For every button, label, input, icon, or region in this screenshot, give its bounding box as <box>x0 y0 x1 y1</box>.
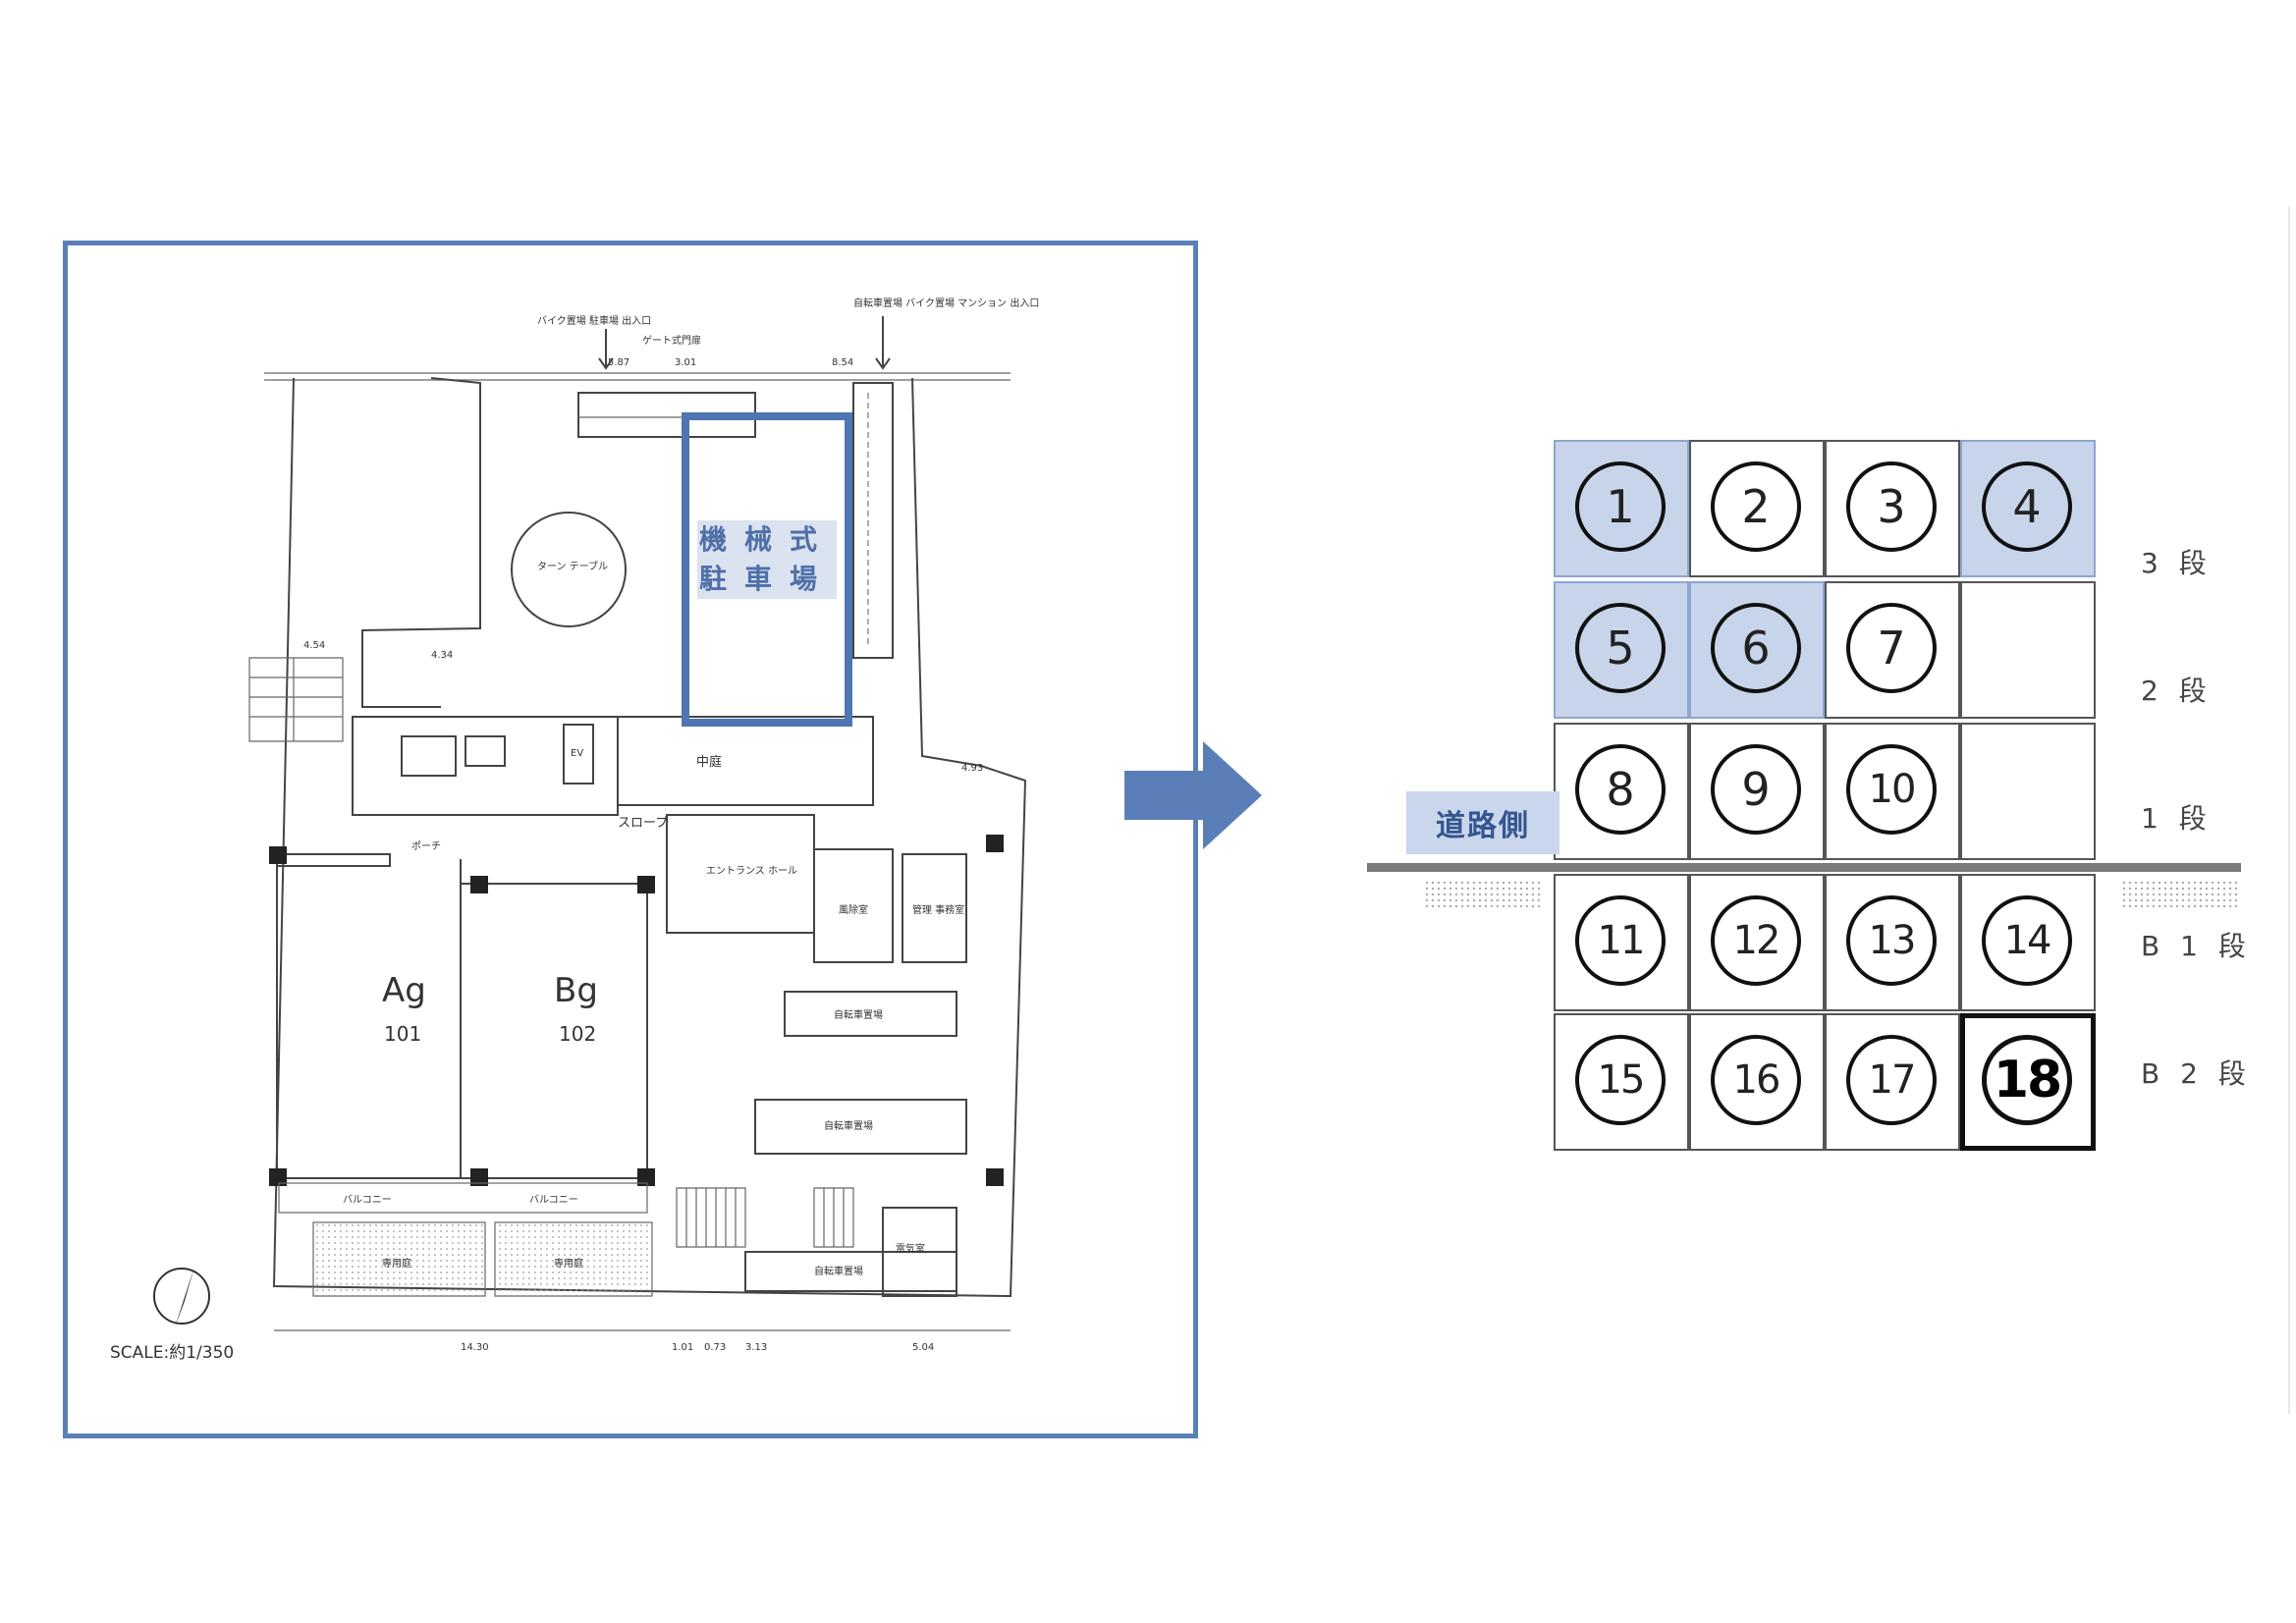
parking-cell-10: 10 <box>1825 723 1960 860</box>
space-number: 3 <box>1846 461 1937 552</box>
parking-cell-13: 13 <box>1825 874 1960 1011</box>
unit-b-number: 102 <box>559 1022 596 1046</box>
edge-rule <box>2288 206 2290 1414</box>
dimension-7: 1.01 <box>672 1342 693 1353</box>
unit-a-number: 101 <box>384 1022 421 1046</box>
porch-label: ポーチ <box>411 840 441 852</box>
unit-a-name: Ag <box>382 971 426 1010</box>
parking-cell-18: 18 <box>1960 1013 2096 1151</box>
slope-label: スロープ <box>618 816 668 831</box>
parking-cell-15: 15 <box>1554 1013 1689 1151</box>
space-number: 7 <box>1846 603 1937 693</box>
bike-parking-entrance-label: バイク置場 駐車場 出入口 <box>537 314 651 327</box>
balcony-label-b: バルコニー <box>529 1194 578 1206</box>
parking-cell-empty-2 <box>1960 723 2096 860</box>
reception-label: 風除室 <box>839 903 868 916</box>
courtyard-label: 中庭 <box>696 754 722 770</box>
parking-cell-14: 14 <box>1960 874 2096 1011</box>
scale-label: SCALE:約1/350 <box>110 1343 235 1363</box>
ground-line <box>1367 863 2241 872</box>
floor-plan-drawing: バイク置場 駐車場 出入口 ゲート式門扉 自転車置場 バイク置場 マンション 出… <box>248 297 1039 1353</box>
level-label-3: 3 段 <box>2141 547 2213 579</box>
mechanical-parking-label: 機械式駐車場 <box>697 520 837 599</box>
dimension-5: 4.34 <box>431 650 453 661</box>
bicycle-parking-label-2: 自転車置場 <box>824 1119 873 1132</box>
dimension-9: 3.13 <box>745 1342 767 1353</box>
space-number: 18 <box>1982 1035 2072 1125</box>
space-number: 1 <box>1575 461 1666 552</box>
turntable-label: ターン テーブル <box>537 560 608 572</box>
level-label-b1: B 1 段 <box>2141 930 2252 962</box>
balcony-label-a: バルコニー <box>343 1194 392 1206</box>
dimension-11: 4.93 <box>961 763 983 774</box>
bicycle-parking-label-1: 自転車置場 <box>834 1008 883 1021</box>
dimension-10: 5.04 <box>912 1342 934 1353</box>
parking-cell-11: 11 <box>1554 874 1689 1011</box>
management-office-label: 管理 事務室 <box>912 903 964 916</box>
parking-cell-8: 8 <box>1554 723 1689 860</box>
private-garden-label-a: 専用庭 <box>382 1257 411 1270</box>
dimension-3: 8.54 <box>832 357 853 368</box>
entrance-hall-label: エントランス ホール <box>706 865 797 877</box>
space-number: 2 <box>1711 461 1801 552</box>
dimension-6: 14.30 <box>461 1342 489 1353</box>
dimension-8: 0.73 <box>704 1342 726 1353</box>
parking-cell-9: 9 <box>1689 723 1825 860</box>
parking-cell-empty-1 <box>1960 581 2096 719</box>
space-number: 13 <box>1846 895 1937 986</box>
mechanical-parking-highlight <box>682 412 852 727</box>
space-number: 12 <box>1711 895 1801 986</box>
north-arrow-icon <box>153 1267 210 1327</box>
gate-door-label: ゲート式門扉 <box>642 334 701 347</box>
space-number: 15 <box>1575 1035 1666 1125</box>
mansion-entrance-label: 自転車置場 バイク置場 マンション 出入口 <box>853 297 1039 309</box>
parking-grid: 1 2 3 4 5 6 7 8 9 10 11 12 13 14 15 16 1… <box>1554 440 2104 1151</box>
parking-cell-16: 16 <box>1689 1013 1825 1151</box>
parking-cell-2: 2 <box>1689 440 1825 577</box>
parking-cell-4: 4 <box>1960 440 2096 577</box>
space-number: 9 <box>1711 744 1801 835</box>
parking-cell-5: 5 <box>1554 581 1689 719</box>
dimension-2: 3.01 <box>675 357 696 368</box>
road-side-label: 道路側 <box>1406 791 1559 854</box>
dimension-4: 4.54 <box>303 640 325 651</box>
floor-plan-frame: バイク置場 駐車場 出入口 ゲート式門扉 自転車置場 バイク置場 マンション 出… <box>63 241 1198 1438</box>
space-number: 5 <box>1575 603 1666 693</box>
ground-texture-left <box>1424 880 1542 907</box>
unit-b-name: Bg <box>554 971 598 1010</box>
parking-cell-7: 7 <box>1825 581 1960 719</box>
level-label-b2: B 2 段 <box>2141 1057 2252 1090</box>
parking-cell-3: 3 <box>1825 440 1960 577</box>
ground-texture-right <box>2121 880 2239 907</box>
parking-cell-17: 17 <box>1825 1013 1960 1151</box>
level-label-2: 2 段 <box>2141 675 2213 707</box>
dimension-1: 5.87 <box>608 357 629 368</box>
parking-cell-6: 6 <box>1689 581 1825 719</box>
space-number: 6 <box>1711 603 1801 693</box>
space-number: 17 <box>1846 1035 1937 1125</box>
right-arrow-icon <box>1124 741 1262 849</box>
space-number: 10 <box>1846 744 1937 835</box>
space-number: 16 <box>1711 1035 1801 1125</box>
space-number: 11 <box>1575 895 1666 986</box>
electric-room-label: 電気室 <box>896 1242 925 1255</box>
level-label-1: 1 段 <box>2141 802 2213 835</box>
parking-cell-12: 12 <box>1689 874 1825 1011</box>
parking-cell-1: 1 <box>1554 440 1689 577</box>
space-number: 8 <box>1575 744 1666 835</box>
bicycle-parking-label-3: 自転車置場 <box>814 1265 863 1277</box>
svg-text:EV: EV <box>571 748 583 759</box>
space-number: 4 <box>1982 461 2072 552</box>
private-garden-label-b: 専用庭 <box>554 1257 583 1270</box>
space-number: 14 <box>1982 895 2072 986</box>
